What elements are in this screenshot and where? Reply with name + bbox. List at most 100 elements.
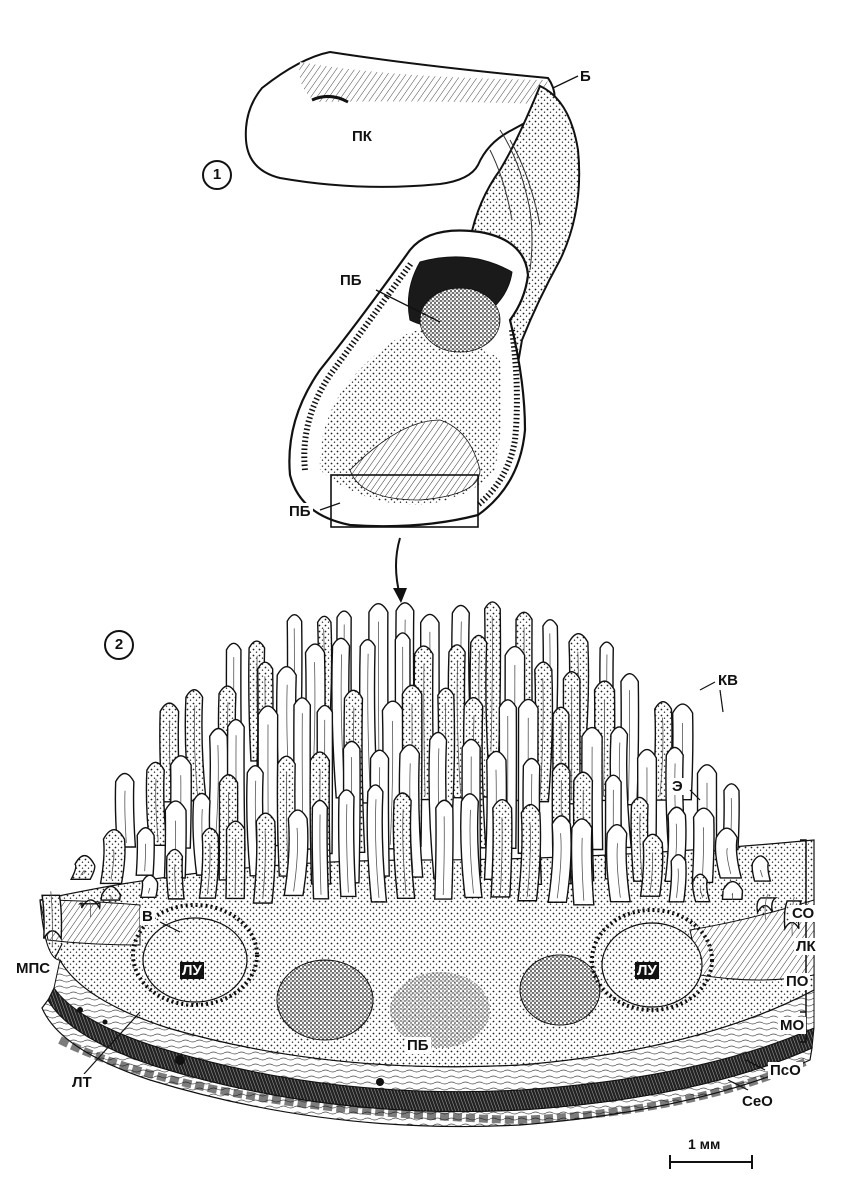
villus-core: [490, 616, 493, 752]
villus-core: [367, 653, 371, 799]
villus: [70, 854, 96, 881]
villus-core: [423, 663, 426, 796]
villus-core: [144, 843, 146, 872]
villus-core: [174, 864, 177, 895]
villus: [114, 772, 137, 848]
villus-core: [649, 852, 654, 893]
label-submucosa: ПО: [784, 973, 811, 990]
villus-core: [110, 849, 115, 880]
panel-1-drawing: [244, 50, 581, 603]
panel-2-drawing: [39, 601, 815, 1169]
label-serosa: СеО: [740, 1093, 775, 1110]
label-peyer-patch-lower: ПБ: [287, 503, 313, 520]
villus-core: [155, 778, 159, 842]
villus: [605, 824, 631, 903]
label-duodenum: Б: [580, 68, 591, 85]
villus-core: [539, 678, 544, 798]
villus-core: [402, 809, 407, 895]
villus: [721, 880, 744, 901]
villus: [392, 792, 416, 899]
villus-core: [699, 887, 704, 898]
villus-core: [639, 813, 643, 878]
villus: [198, 827, 220, 899]
villus: [570, 818, 595, 906]
villus-core: [319, 814, 322, 895]
label-mps: МПС: [14, 960, 53, 977]
villus: [252, 812, 277, 904]
villus-core: [659, 717, 664, 797]
villus-core: [109, 894, 112, 905]
villus: [691, 807, 715, 884]
villus-core: [526, 822, 531, 897]
panel-2-number: 2: [104, 630, 134, 660]
villus-core: [346, 804, 349, 893]
label-epithelium: Э: [670, 778, 685, 795]
villus: [547, 815, 572, 903]
villus: [337, 789, 357, 898]
villus-core: [701, 827, 705, 879]
villus-core: [193, 705, 199, 797]
villus-core: [616, 843, 621, 898]
villus: [668, 853, 687, 903]
villus-core: [389, 720, 394, 845]
villus-core: [206, 843, 211, 895]
villus-core: [556, 833, 562, 899]
label-villi: КВ: [716, 672, 740, 689]
villus: [77, 899, 101, 911]
label-muscularis-mucosae: МО: [778, 1017, 807, 1034]
label-peyer-patch: ПБ: [405, 1037, 431, 1054]
villus: [517, 803, 542, 902]
villus-core: [147, 887, 151, 894]
villus: [145, 761, 168, 847]
label-muscular-layer: ПсО: [768, 1062, 803, 1079]
villus-core: [581, 837, 585, 901]
label-follicle-right: ЛУ: [635, 962, 659, 979]
label-stomach-body: ПК: [350, 128, 374, 145]
villus-core: [293, 827, 298, 892]
villi-group: [41, 601, 803, 948]
villus: [366, 784, 388, 903]
zoom-arrow: [395, 537, 401, 597]
label-follicle-left: ЛУ: [180, 962, 204, 979]
villus: [639, 833, 664, 897]
villus: [756, 897, 778, 915]
villus-core: [469, 809, 474, 894]
label-lt: ЛТ: [70, 1074, 94, 1091]
panel-1-number: 1: [202, 160, 232, 190]
villus: [460, 793, 483, 899]
label-mucosa: СО: [790, 905, 817, 922]
villus: [490, 799, 513, 898]
villus-core: [676, 868, 679, 898]
label-crypts: ЛК: [794, 938, 818, 955]
villus: [41, 894, 63, 942]
villus: [139, 874, 159, 898]
lymph-follicle-2: [276, 959, 374, 1041]
villus-core: [627, 690, 630, 801]
villus-core: [50, 891, 53, 948]
villus-core: [500, 817, 503, 893]
villus-core: [726, 847, 732, 875]
villus: [99, 828, 126, 885]
villus-core: [456, 660, 461, 794]
villus: [165, 848, 185, 900]
lymph-follicle-3: [519, 954, 601, 1026]
villus-core: [80, 870, 85, 876]
villus: [751, 855, 772, 882]
villus: [283, 809, 309, 897]
villus-core: [375, 799, 380, 898]
villus-core: [88, 899, 91, 918]
villus: [692, 873, 711, 903]
label-dome: В: [140, 908, 155, 925]
scale-bar-label: 1 мм: [688, 1136, 721, 1152]
label-peyer-patch-upper: ПБ: [338, 272, 364, 289]
villus-core: [760, 869, 763, 878]
villus-core: [442, 816, 445, 896]
villus-core: [764, 893, 769, 920]
villus-core: [602, 700, 605, 797]
villus-core: [262, 830, 266, 900]
lymph-follicle-1: [142, 917, 248, 1003]
villus: [714, 827, 743, 879]
villus-core: [124, 790, 127, 844]
